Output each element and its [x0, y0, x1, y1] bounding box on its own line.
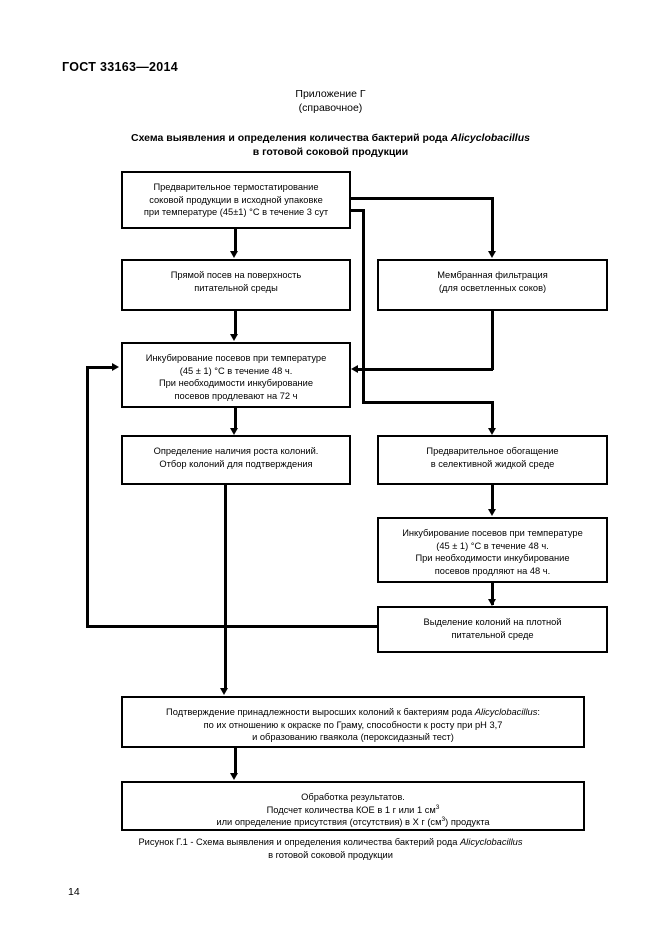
- arrowhead-incubation-left-feedback: [112, 363, 119, 371]
- figure-caption: Рисунок Г.1 - Схема выявления и определе…: [0, 836, 661, 862]
- page-number: 14: [68, 886, 80, 898]
- edge-direct-seeding-to-incubation: [234, 311, 237, 335]
- edge-trunk-to-membrane: [491, 197, 494, 252]
- figure-caption-pre: Рисунок Г.1 - Схема выявления и определе…: [138, 837, 460, 847]
- box-results-line3-sup: 3: [441, 816, 446, 824]
- edge-membrane-down: [491, 311, 494, 370]
- edge-trunk-to-enrichment-horizontal: [362, 401, 494, 404]
- edge-incubation-right-to-isolation: [491, 583, 494, 605]
- box-direct-seeding: Прямой посев на поверхность питательной …: [121, 259, 351, 311]
- scheme-title: Схема выявления и определения количества…: [0, 131, 661, 159]
- box-confirmation-genus: Alicyclobacillus: [474, 707, 538, 717]
- arrowhead-colony-growth: [230, 428, 238, 435]
- box-results-line2-pre: Подсчет количества КОЕ в 1 г или 1 см: [266, 804, 436, 815]
- box-preliminary-enrichment: Предварительное обогащение в селективной…: [377, 435, 608, 485]
- edge-incubation-to-colony-growth: [234, 408, 237, 429]
- box-confirmation-line2: по их отношению к окраске по Граму, спос…: [203, 719, 503, 730]
- scheme-title-text: Схема выявления и определения количества…: [131, 132, 451, 144]
- edge-feedback-vertical: [86, 366, 89, 627]
- arrowhead-incubation-left: [230, 334, 238, 341]
- edge-colony-growth-to-confirmation: [224, 485, 227, 688]
- box-colony-isolation-line2: питательной среде: [451, 629, 534, 640]
- box-incubation-right-line4: посевов продляют на 48 ч.: [434, 565, 551, 576]
- box-direct-seeding-line2: питательной среды: [194, 282, 278, 293]
- figure-caption-genus: Alicyclobacillus: [459, 837, 523, 847]
- box-incubation-left: Инкубирование посевов при температуре (4…: [121, 342, 351, 408]
- edge-trunk-to-enrichment-vertical: [362, 209, 365, 403]
- box-membrane-filtration: Мембранная фильтрация (для осветленных с…: [377, 259, 608, 311]
- box-thermostating: Предварительное термостатирование соково…: [121, 171, 351, 229]
- box-membrane-filtration-line2: (для осветленных соков): [438, 282, 547, 293]
- annex-kind: (справочное): [298, 102, 363, 114]
- box-results-line2-sup: 3: [435, 803, 440, 811]
- box-colony-growth: Определение наличия роста колоний. Отбор…: [121, 435, 351, 485]
- arrowhead-colony-isolation: [488, 599, 496, 606]
- box-results: Обработка результатов. Подсчет количеств…: [121, 781, 585, 831]
- box-results-line3-post: ) продукта: [445, 817, 490, 828]
- box-colony-isolation: Выделение колоний на плотной питательной…: [377, 606, 608, 653]
- box-confirmation: Подтверждение принадлежности выросших ко…: [121, 696, 585, 748]
- edge-thermostating-right-stub: [351, 197, 494, 200]
- box-thermostating-line3: при температуре (45±1) °С в течение 3 су…: [143, 207, 329, 218]
- edge-enrichment-to-incubation-right: [491, 485, 494, 510]
- box-incubation-left-line3: При необходимости инкубирование: [158, 378, 314, 389]
- edge-feedback-horizontal-bottom: [86, 625, 379, 628]
- box-incubation-right-line2: (45 ± 1) °С в течение 48 ч.: [436, 540, 549, 551]
- annex-label: Приложение Г: [295, 88, 366, 100]
- scheme-title-genus: Alicyclobacillus: [450, 132, 530, 144]
- arrowhead-confirmation: [220, 688, 228, 695]
- box-incubation-right-line1: Инкубирование посевов при температуре: [402, 528, 583, 538]
- box-preliminary-enrichment-line1: Предварительное обогащение: [426, 446, 559, 456]
- box-results-line1: Обработка результатов.: [301, 792, 405, 802]
- box-colony-isolation-line1: Выделение колоний на плотной: [423, 617, 562, 627]
- box-results-line3-pre: или определение присутствия (отсутствия)…: [216, 817, 442, 828]
- box-results-line2: Подсчет количества КОЕ в 1 г или 1 см3: [123, 804, 583, 817]
- edge-thermostating-to-direct-seeding: [234, 229, 237, 252]
- arrowhead-direct-seeding: [230, 251, 238, 258]
- box-thermostating-line1: Предварительное термостатирование: [153, 182, 319, 192]
- box-incubation-left-line1: Инкубирование посевов при температуре: [145, 353, 327, 363]
- arrowhead-incubation-left-from-membrane: [351, 365, 358, 373]
- box-incubation-right: Инкубирование посевов при температуре (4…: [377, 517, 608, 583]
- box-colony-growth-line2: Отбор колоний для подтверждения: [159, 458, 313, 469]
- scheme-title-line2: в готовой соковой продукции: [252, 146, 409, 158]
- box-confirmation-line1-pre: Подтверждение принадлежности выросших ко…: [166, 707, 475, 717]
- arrowhead-membrane-filtration: [488, 251, 496, 258]
- box-incubation-left-line2: (45 ± 1) °С в течение 48 ч.: [179, 365, 293, 376]
- box-preliminary-enrichment-line2: в селективной жидкой среде: [430, 458, 555, 469]
- box-incubation-left-line4: посевов продлевают на 72 ч: [174, 390, 298, 401]
- edge-membrane-to-incubation-horizontal: [358, 368, 493, 371]
- box-incubation-right-line3: При необходимости инкубирование: [415, 553, 570, 564]
- box-membrane-filtration-line1: Мембранная фильтрация: [437, 270, 548, 280]
- arrowhead-results: [230, 773, 238, 780]
- figure-caption-line2: в готовой соковой продукции: [268, 850, 393, 860]
- standard-header: ГОСТ 33163—2014: [62, 60, 179, 74]
- box-confirmation-line3: и образованию гваякола (пероксидазный те…: [252, 732, 454, 743]
- edge-thermostating-right-stub2: [351, 209, 365, 212]
- box-results-line3: или определение присутствия (отсутствия)…: [123, 816, 583, 829]
- box-confirmation-line1: Подтверждение принадлежности выросших ко…: [123, 706, 583, 719]
- edge-confirmation-to-results: [234, 748, 237, 775]
- box-thermostating-line2: соковой продукции в исходной упаковке: [149, 194, 323, 205]
- edge-enrichment-drop: [491, 401, 494, 429]
- box-colony-growth-line1: Определение наличия роста колоний.: [153, 446, 319, 456]
- edge-feedback-horizontal-top: [86, 366, 114, 369]
- arrowhead-preliminary-enrichment: [488, 428, 496, 435]
- arrowhead-incubation-right: [488, 509, 496, 516]
- box-confirmation-line1-post: :: [537, 707, 540, 717]
- box-direct-seeding-line1: Прямой посев на поверхность: [170, 270, 302, 280]
